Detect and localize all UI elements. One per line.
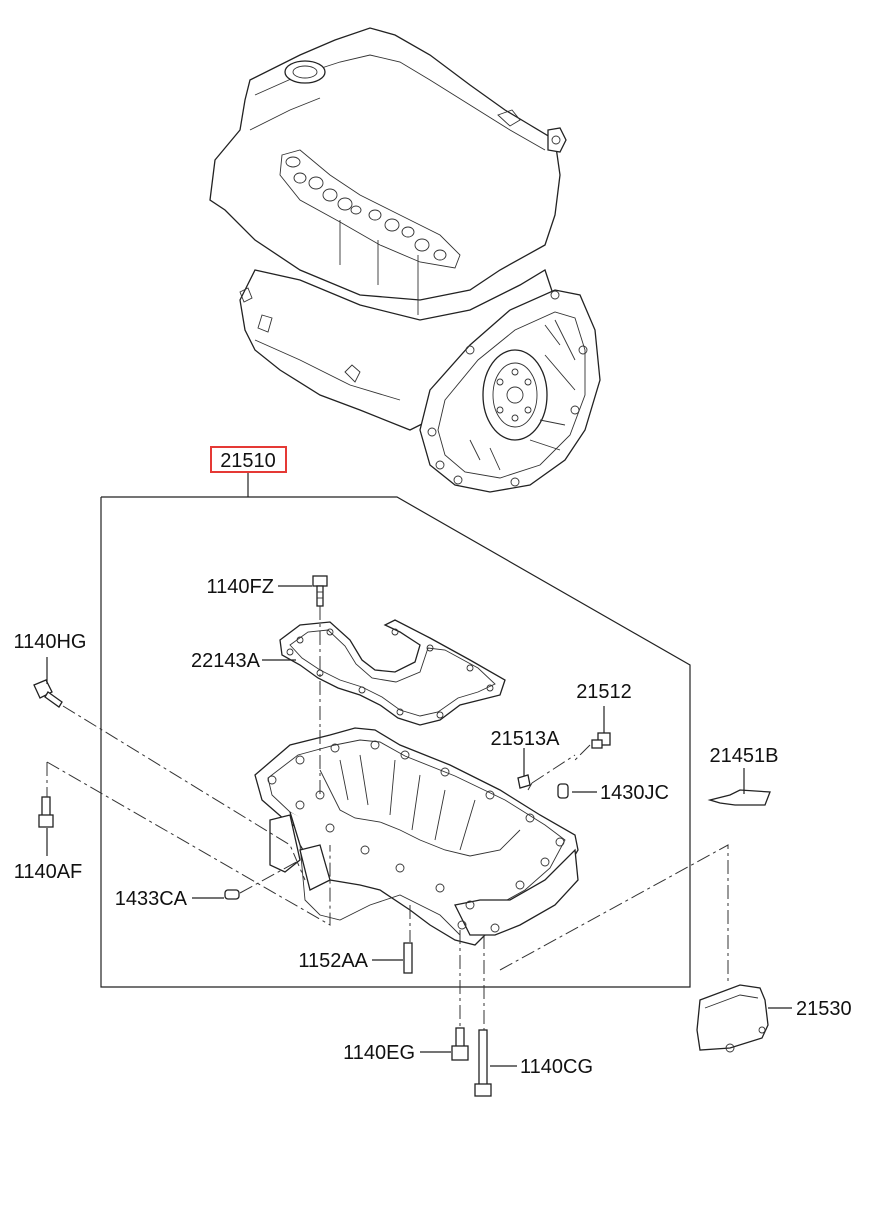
- bolt-1140FZ: [312, 575, 328, 607]
- bolt-1140HG: [33, 679, 63, 708]
- bolt-1140EG: [451, 1027, 469, 1061]
- oil-pan-gasket-drawing: [279, 619, 506, 726]
- bolt-1140AF: [38, 796, 54, 828]
- engine-assembly-drawing: [209, 27, 601, 493]
- cover-21530: [696, 984, 769, 1053]
- label-1152AA[interactable]: 1152AA: [298, 950, 368, 972]
- label-1140FZ[interactable]: 1140FZ: [207, 576, 274, 598]
- label-1430JC[interactable]: 1430JC: [600, 782, 669, 804]
- label-21513A[interactable]: 21513A: [491, 728, 561, 750]
- pin-1433CA: [224, 889, 240, 900]
- alignment-lines: [46, 606, 729, 1030]
- label-1140HG[interactable]: 1140HG: [13, 631, 86, 653]
- label-1140AF[interactable]: 1140AF: [14, 861, 83, 883]
- pin-1430JC: [557, 783, 569, 799]
- bolt-1140CG: [474, 1029, 492, 1097]
- label-21510[interactable]: 21510: [220, 450, 276, 472]
- leader-lines: [46, 585, 792, 1067]
- label-1140CG[interactable]: 1140CG: [520, 1056, 593, 1078]
- label-21512[interactable]: 21512: [576, 681, 632, 703]
- assembly-boundary: [100, 496, 691, 988]
- drain-plug-21512: [591, 732, 611, 749]
- label-21530[interactable]: 21530: [796, 998, 852, 1020]
- stud-1152AA: [403, 942, 413, 974]
- label-21451B[interactable]: 21451B: [710, 745, 779, 767]
- bracket-21451B: [707, 789, 771, 806]
- label-1140EG[interactable]: 1140EG: [343, 1042, 415, 1064]
- drain-gasket-21513A: [517, 774, 531, 789]
- port-row: [279, 149, 461, 269]
- label-1433CA[interactable]: 1433CA: [115, 888, 188, 910]
- highlight-box-21510: [210, 446, 287, 473]
- oil-pan-drawing: [254, 727, 579, 946]
- label-22143A[interactable]: 22143A: [191, 650, 261, 672]
